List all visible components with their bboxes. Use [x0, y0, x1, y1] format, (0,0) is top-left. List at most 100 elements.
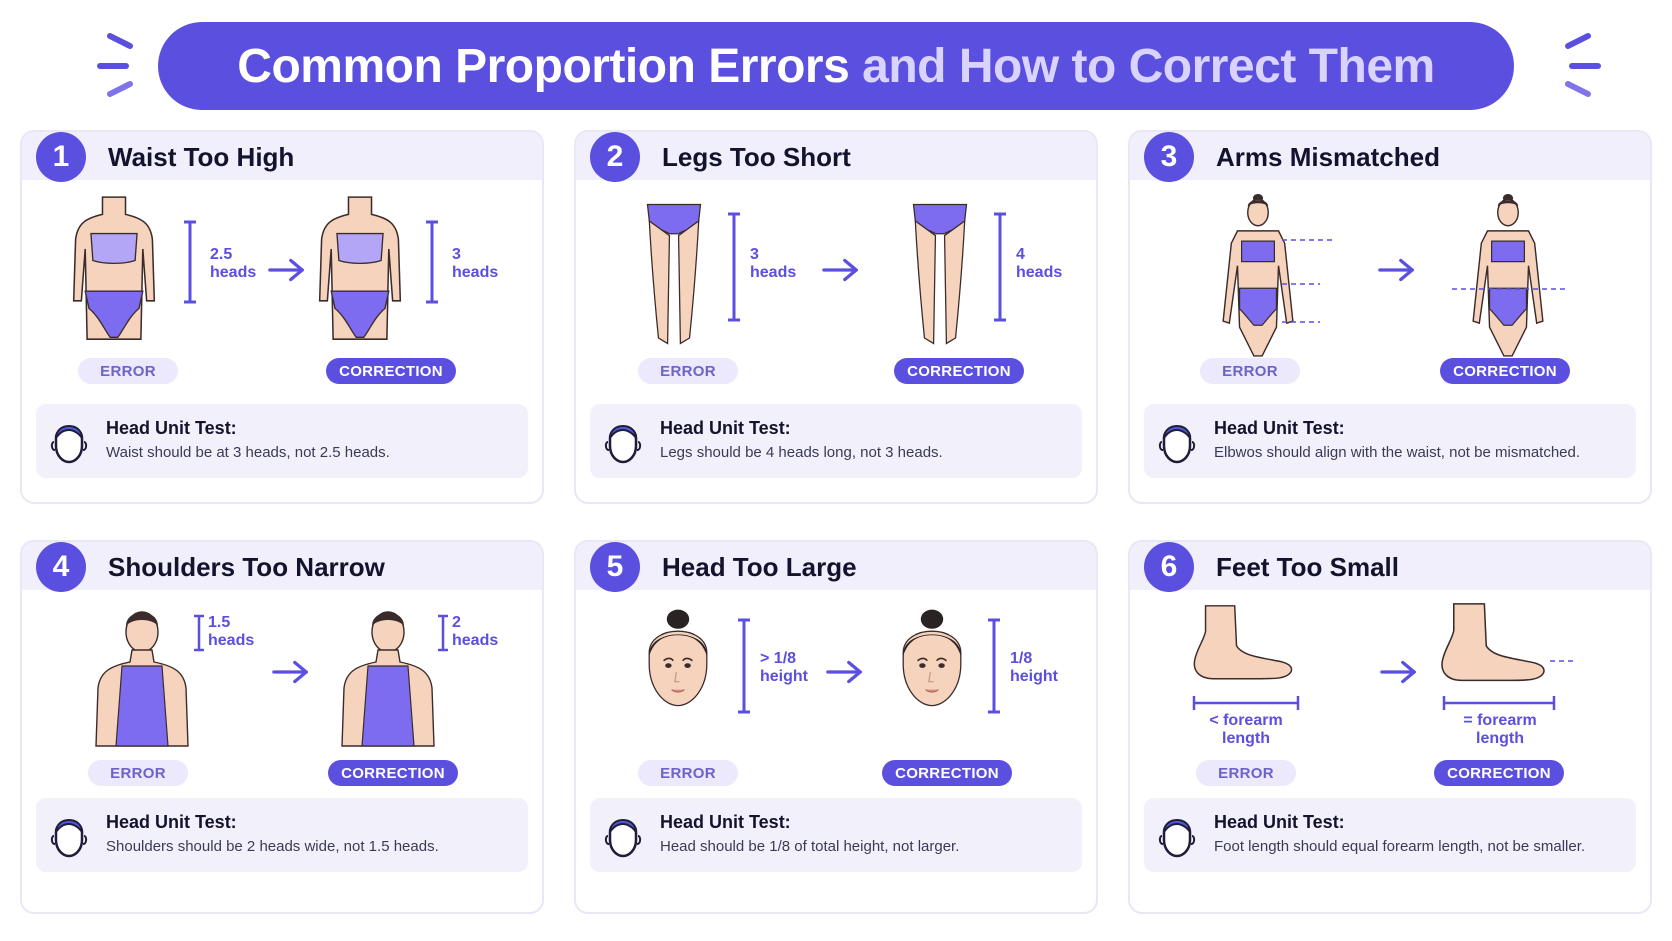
correction-foot-figure — [1432, 602, 1552, 688]
correction-label: CORRECTION — [1434, 760, 1564, 786]
head-unit-test-box: Head Unit Test: Legs should be 4 heads l… — [590, 404, 1082, 478]
test-text: Shoulders should be 2 heads wide, not 1.… — [106, 838, 439, 855]
arrow-right-icon — [826, 660, 864, 684]
card-number: 5 — [590, 542, 640, 592]
arrow-right-icon — [268, 258, 306, 282]
card-arms-mismatched: 3 Arms Mismatched ERROR CORRECTION Head … — [1128, 130, 1652, 504]
card-header: 3 Arms Mismatched — [1130, 132, 1650, 182]
card-header: 4 Shoulders Too Narrow — [22, 542, 542, 592]
correction-label: CORRECTION — [328, 760, 458, 786]
arrow-right-icon — [1378, 258, 1416, 282]
test-text: Elbwos should align with the waist, not … — [1214, 444, 1581, 461]
correction-measure-bracket — [426, 220, 438, 304]
error-face-figure — [638, 608, 718, 712]
correction-measure-bracket — [994, 212, 1006, 322]
test-title: Head Unit Test: — [106, 418, 237, 438]
page-title: Common Proportion Errors and How to Corr… — [237, 39, 1435, 93]
correction-guide-line — [1550, 660, 1576, 662]
card-number: 3 — [1144, 132, 1194, 182]
right-burst-decoration — [1565, 33, 1601, 97]
error-label: ERROR — [638, 358, 738, 384]
title-banner: Common Proportion Errors and How to Corr… — [158, 22, 1514, 110]
card-header: 1 Waist Too High — [22, 132, 542, 182]
correction-label: CORRECTION — [882, 760, 1012, 786]
correction-shoulders-figure — [338, 600, 438, 750]
correction-label: CORRECTION — [894, 358, 1024, 384]
card-number: 1 — [36, 132, 86, 182]
card-number: 4 — [36, 542, 86, 592]
error-measure-line — [1192, 696, 1300, 710]
arrow-right-icon — [822, 258, 860, 282]
correction-torso-figure — [312, 192, 408, 352]
correction-measure-bracket — [988, 618, 1000, 714]
correction-face-figure — [892, 608, 972, 712]
test-title: Head Unit Test: — [1214, 418, 1345, 438]
card-title: Arms Mismatched — [1216, 142, 1440, 172]
test-text: Legs should be 4 heads long, not 3 heads… — [660, 444, 943, 461]
error-label: ERROR — [88, 760, 188, 786]
card-header: 2 Legs Too Short — [576, 132, 1096, 182]
test-text: Head should be 1/8 of total height, not … — [660, 838, 960, 855]
error-measure-bracket — [738, 618, 750, 714]
head-outline-icon — [604, 416, 642, 466]
card-header: 5 Head Too Large — [576, 542, 1096, 592]
arrow-right-icon — [1380, 660, 1418, 684]
correction-measure-bracket — [438, 614, 448, 652]
card-number: 2 — [590, 132, 640, 182]
card-title: Feet Too Small — [1216, 552, 1399, 582]
head-outline-icon — [604, 810, 642, 860]
error-measure-bracket — [184, 220, 196, 304]
test-text: Foot length should equal forearm length,… — [1214, 838, 1586, 855]
error-measure-bracket — [728, 212, 740, 322]
error-label: ERROR — [1200, 358, 1300, 384]
head-outline-icon — [1158, 810, 1196, 860]
correction-full-figure — [1466, 194, 1550, 358]
test-title: Head Unit Test: — [660, 812, 791, 832]
error-label: ERROR — [78, 358, 178, 384]
card-title: Head Too Large — [662, 552, 857, 582]
error-label: ERROR — [638, 760, 738, 786]
correction-measure-line — [1442, 696, 1556, 710]
error-shoulders-figure — [92, 600, 192, 750]
arrow-right-icon — [272, 660, 310, 684]
left-burst-decoration — [97, 33, 133, 97]
correction-label: CORRECTION — [1440, 358, 1570, 384]
test-text: Waist should be at 3 heads, not 2.5 head… — [106, 444, 390, 461]
error-legs-figure — [642, 196, 706, 352]
test-title: Head Unit Test: — [660, 418, 791, 438]
correction-label: CORRECTION — [326, 358, 456, 384]
card-number: 6 — [1144, 542, 1194, 592]
error-measure-bracket — [194, 614, 204, 652]
head-outline-icon — [1158, 416, 1196, 466]
error-guide-lines — [1282, 239, 1334, 323]
error-label: ERROR — [1196, 760, 1296, 786]
error-torso-figure — [66, 192, 162, 352]
head-outline-icon — [50, 810, 88, 860]
head-unit-test-box: Head Unit Test: Waist should be at 3 hea… — [36, 404, 528, 478]
correction-legs-figure — [908, 196, 972, 352]
head-unit-test-box: Head Unit Test: Elbwos should align with… — [1144, 404, 1636, 478]
head-outline-icon — [50, 416, 88, 466]
card-title: Legs Too Short — [662, 142, 851, 172]
head-unit-test-box: Head Unit Test: Foot length should equal… — [1144, 798, 1636, 872]
test-title: Head Unit Test: — [1214, 812, 1345, 832]
head-unit-test-box: Head Unit Test: Head should be 1/8 of to… — [590, 798, 1082, 872]
